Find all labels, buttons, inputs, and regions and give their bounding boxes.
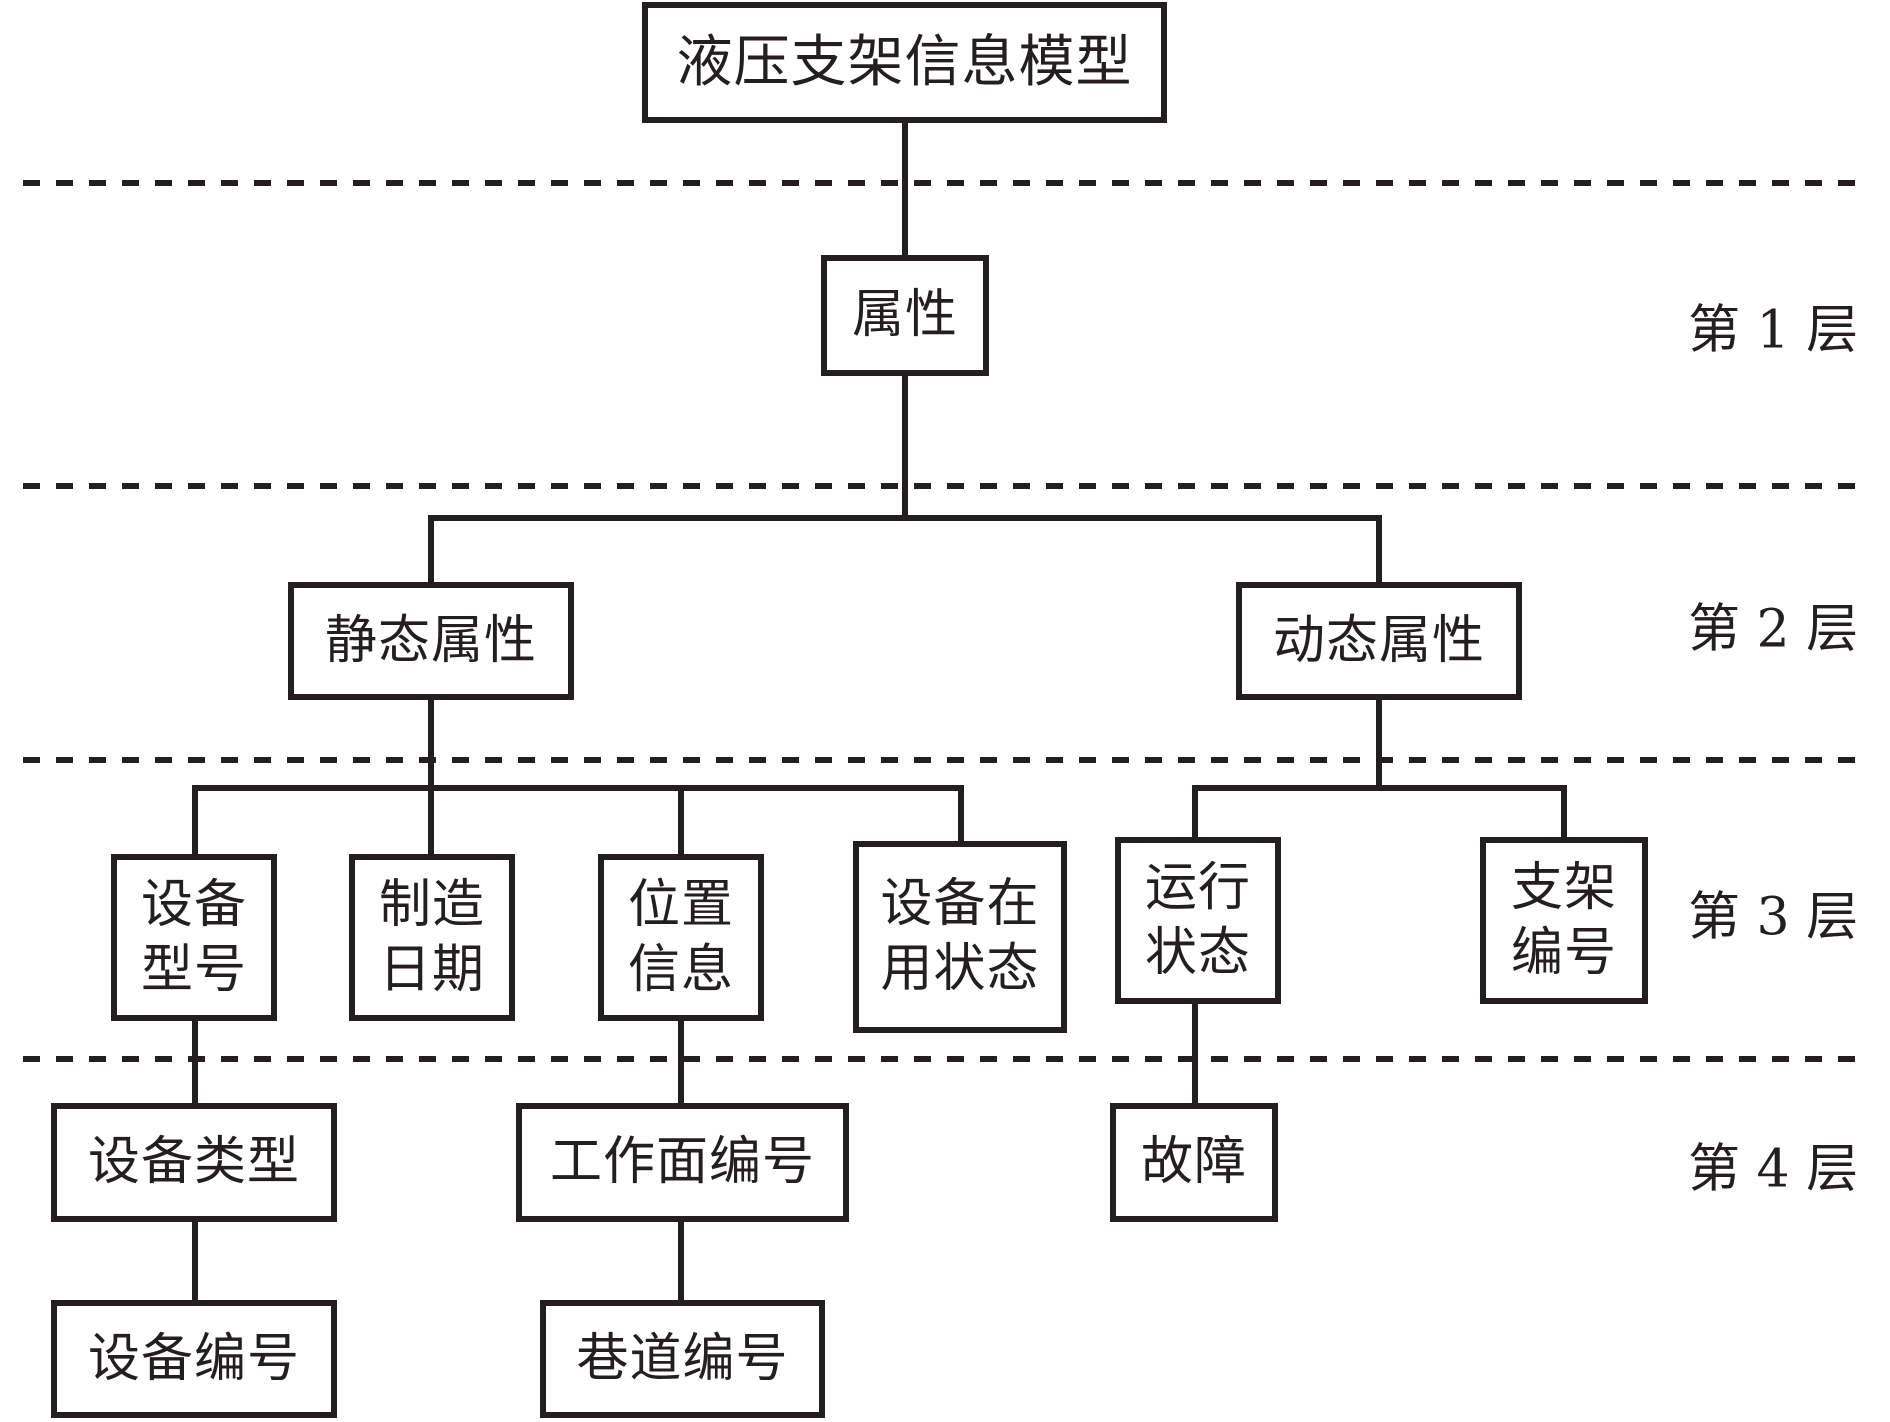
node-static-attributes: 静态属性 (288, 582, 574, 700)
layer-label-2: 第 2 层 (1688, 599, 1859, 660)
layer-separators (23, 180, 1870, 1062)
node-manufacture-date: 制造 日期 (349, 854, 515, 1021)
node-support-number: 支架 编号 (1480, 837, 1648, 1004)
connector-static-bus (192, 785, 964, 854)
tree-connectors (192, 121, 1567, 1300)
node-roadway-number: 巷道编号 (540, 1300, 825, 1418)
node-device-number: 设备编号 (51, 1300, 337, 1418)
connector-attr-bus (428, 515, 1382, 582)
node-device-type: 设备类型 (51, 1103, 337, 1222)
node-running-status: 运行 状态 (1115, 837, 1281, 1004)
node-in-use-status: 设备在 用状态 (853, 841, 1067, 1033)
layer-label-3: 第 3 层 (1688, 887, 1859, 948)
node-location-info: 位置 信息 (598, 854, 764, 1021)
node-root: 液压支架信息模型 (642, 2, 1167, 123)
node-dynamic-attributes: 动态属性 (1236, 582, 1522, 700)
connector-dynamic-bus (1192, 785, 1567, 837)
node-fault: 故障 (1110, 1103, 1278, 1222)
node-face-number: 工作面编号 (516, 1103, 849, 1222)
node-attributes: 属性 (821, 255, 989, 376)
layer-label-1: 第 1 层 (1688, 300, 1859, 361)
layer-label-4: 第 4 层 (1688, 1139, 1859, 1200)
node-device-model: 设备 型号 (111, 854, 277, 1021)
